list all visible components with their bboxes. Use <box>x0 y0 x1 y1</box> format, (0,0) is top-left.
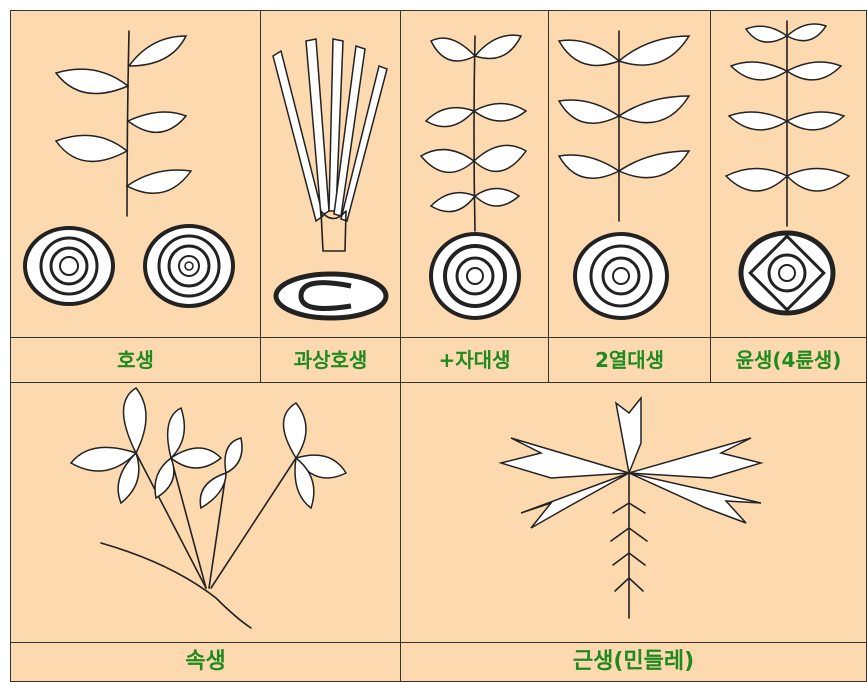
panel-decussate: +자대생 <box>400 10 549 383</box>
label-alternate: 호생 <box>11 337 260 382</box>
label-fascicled-alternate: 과상호생 <box>261 337 400 382</box>
fascicled-illustration <box>11 383 401 645</box>
label-rosette: 근생(민들레) <box>401 642 866 681</box>
phyllotaxis-diagram-2 <box>145 226 233 306</box>
leaf <box>128 112 186 132</box>
phyllotaxis-diagram-1 <box>25 228 113 304</box>
label-fascicled: 속생 <box>11 642 400 681</box>
label-decussate: +자대생 <box>401 337 548 382</box>
stem <box>127 31 129 216</box>
leaf <box>127 170 191 193</box>
label-distichous-opposite: 2열대생 <box>549 337 710 382</box>
panel-fascicled: 속생 <box>10 382 401 682</box>
fascicled-alternate-illustration <box>261 11 401 341</box>
panel-rosette: 근생(민들레) <box>400 382 867 682</box>
fascicled-alternate-symbol <box>276 274 386 318</box>
whorled-illustration <box>711 11 867 341</box>
leaf <box>56 69 128 93</box>
panel-alternate: 호생 <box>10 10 261 383</box>
leaf <box>56 135 127 161</box>
distichous-opposite-illustration <box>549 11 711 341</box>
rosette-illustration <box>401 383 867 645</box>
alternate-illustration <box>11 11 261 341</box>
panel-distichous-opposite: 2열대생 <box>548 10 711 383</box>
distichous-opposite-symbol <box>575 234 667 318</box>
decussate-illustration <box>401 11 549 341</box>
decussate-symbol <box>431 234 519 318</box>
leaf <box>129 36 186 66</box>
panel-whorled: 윤생(4륜생) <box>710 10 867 383</box>
whorled-symbol <box>741 233 833 313</box>
panel-fascicled-alternate: 과상호생 <box>260 10 401 383</box>
label-whorled: 윤생(4륜생) <box>711 337 866 382</box>
